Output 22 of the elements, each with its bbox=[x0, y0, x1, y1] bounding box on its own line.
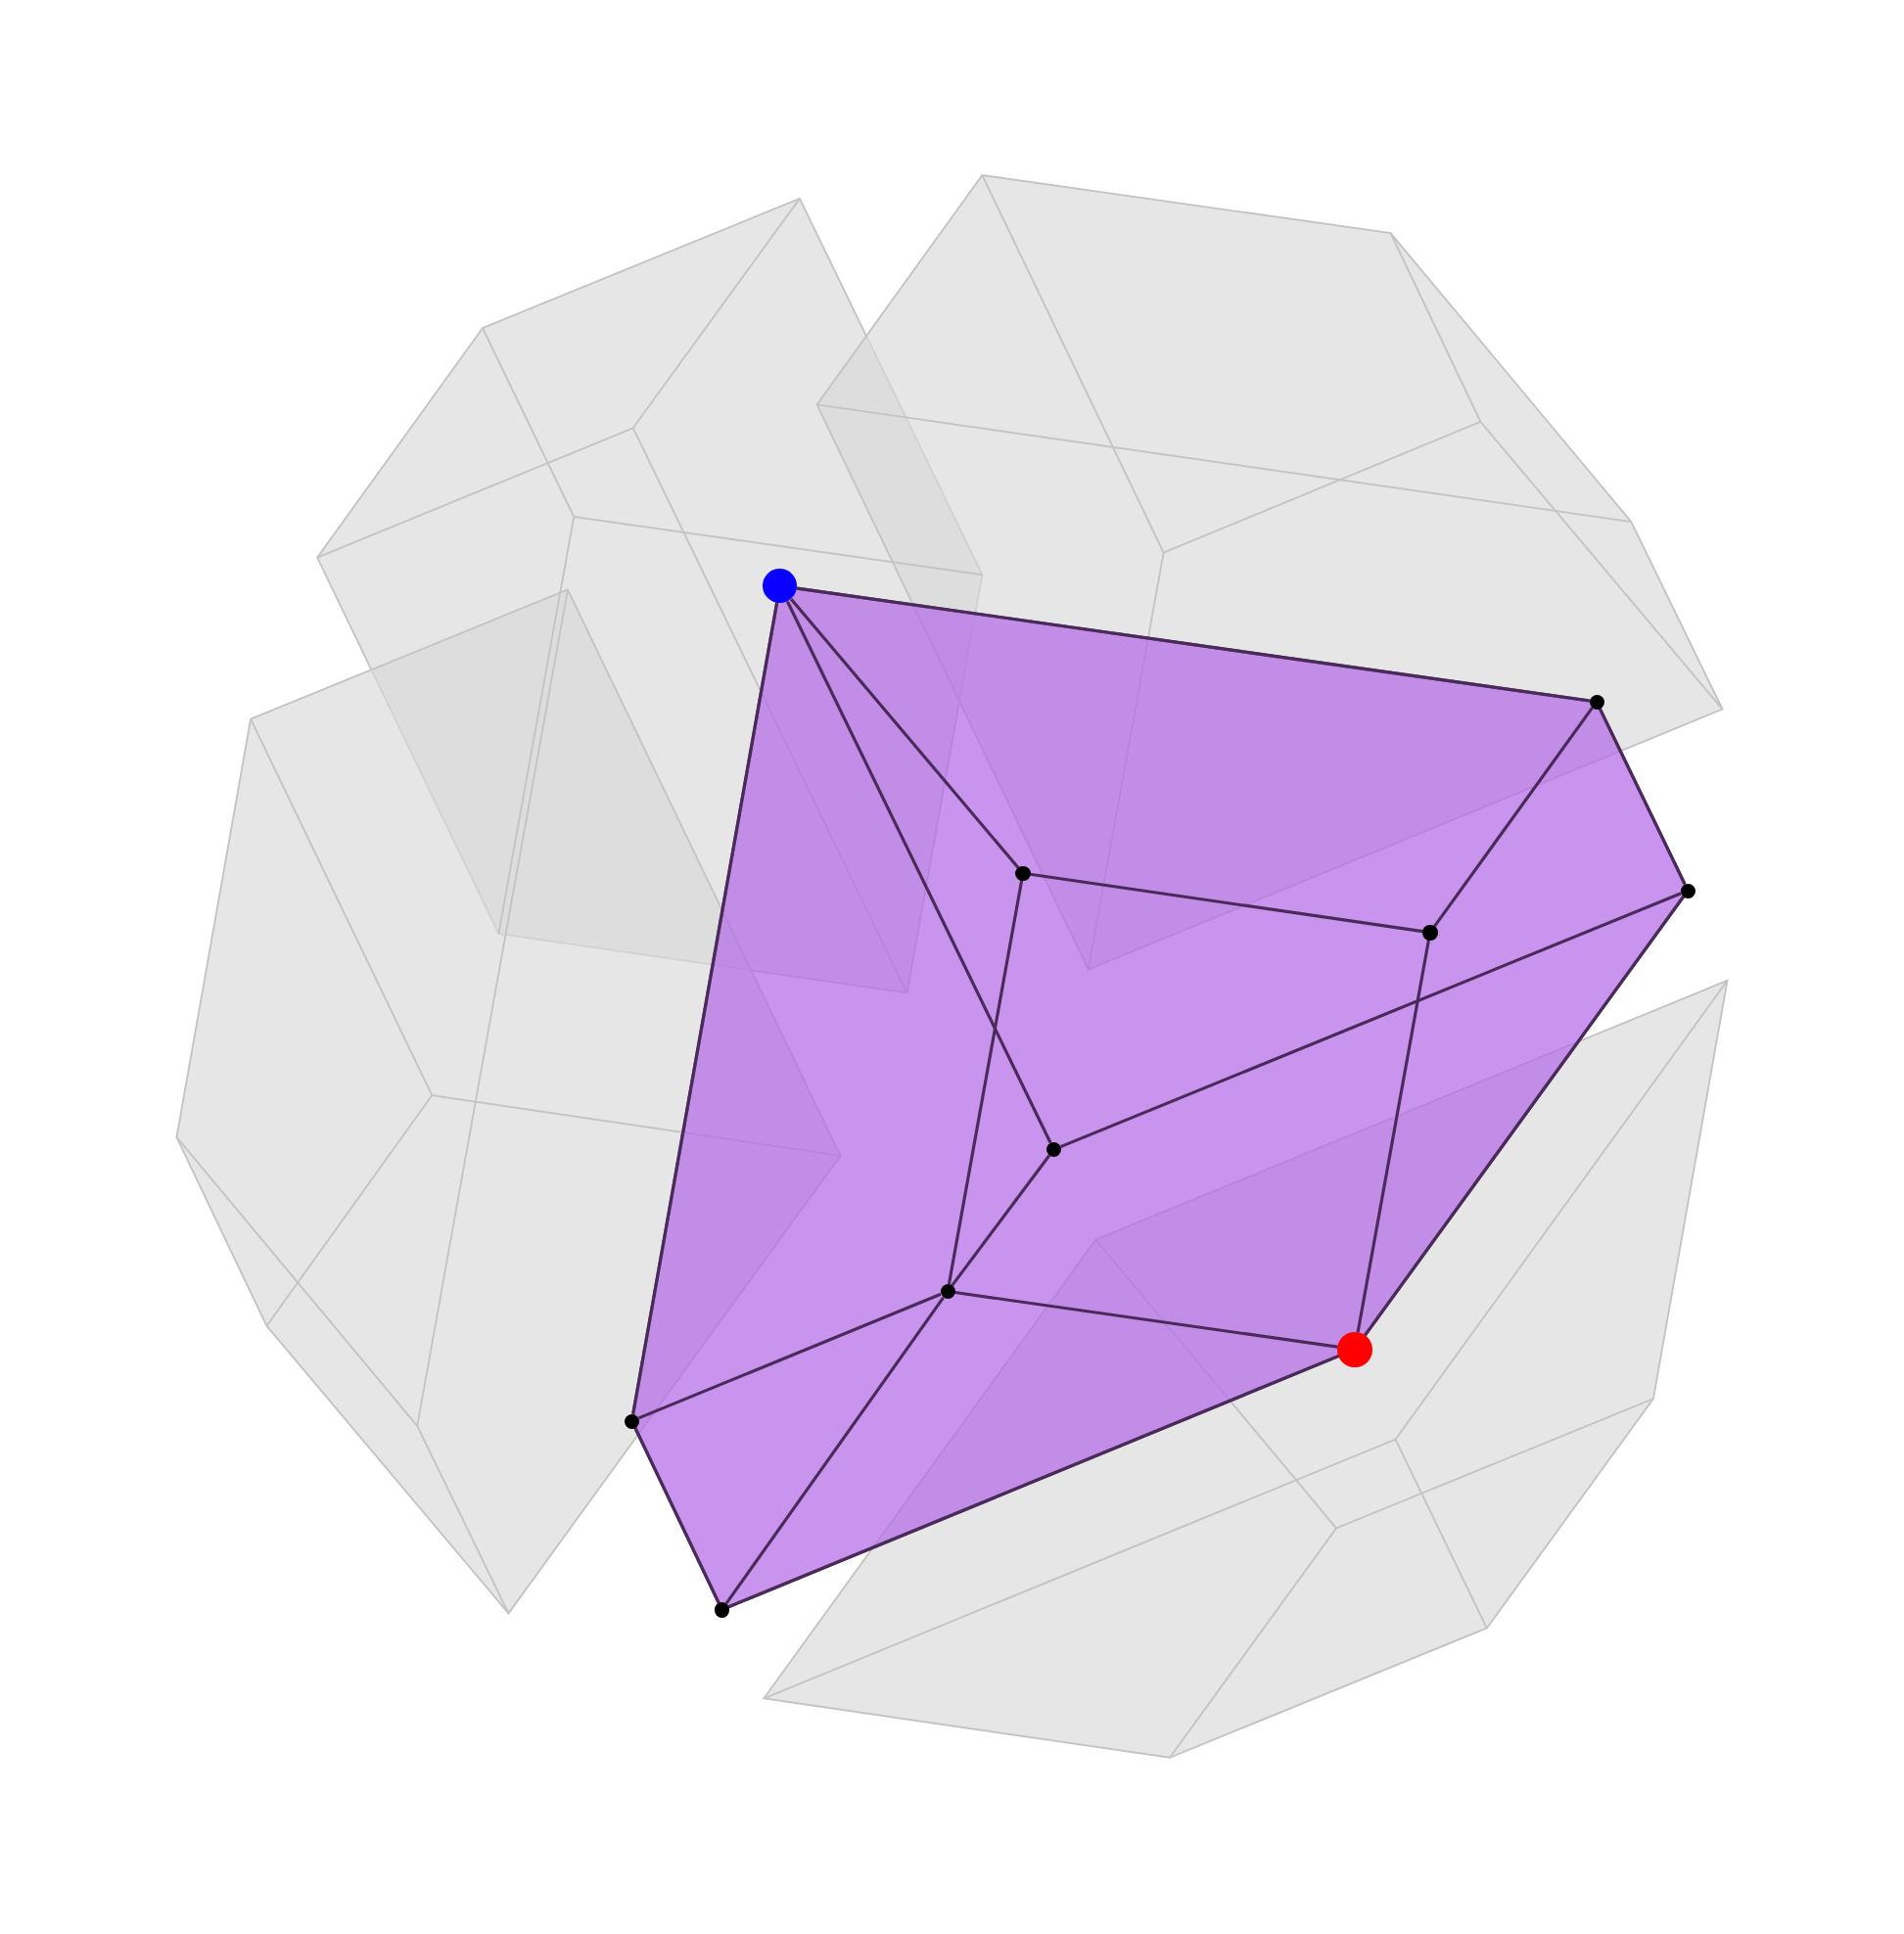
graph-edge bbox=[1432, 707, 1594, 928]
graph-edge bbox=[724, 1296, 945, 1605]
graph-edge bbox=[951, 1154, 1051, 1287]
graph-edge bbox=[796, 586, 1590, 703]
graph-edge bbox=[633, 1426, 720, 1604]
vertex-dot bbox=[1589, 694, 1604, 710]
graph-edge bbox=[1364, 896, 1686, 1337]
vertex-dot bbox=[624, 1413, 639, 1429]
graph-edge bbox=[727, 1354, 1340, 1609]
graph-edge bbox=[786, 600, 1052, 1144]
graph-edge bbox=[954, 1290, 1338, 1349]
vertex-dot bbox=[714, 1602, 729, 1618]
graph-edge bbox=[1598, 708, 1687, 885]
graph-edge bbox=[1059, 892, 1682, 1149]
marked-vertex-dot bbox=[763, 569, 798, 604]
graph-edge bbox=[631, 602, 779, 1414]
marked-vertex-dot bbox=[1337, 1332, 1372, 1367]
graph-edge bbox=[637, 1292, 942, 1420]
graph-edge bbox=[1356, 939, 1431, 1333]
graph-edge bbox=[947, 880, 1024, 1285]
graph-edge bbox=[1030, 872, 1423, 934]
graph-edge bbox=[789, 598, 1020, 869]
